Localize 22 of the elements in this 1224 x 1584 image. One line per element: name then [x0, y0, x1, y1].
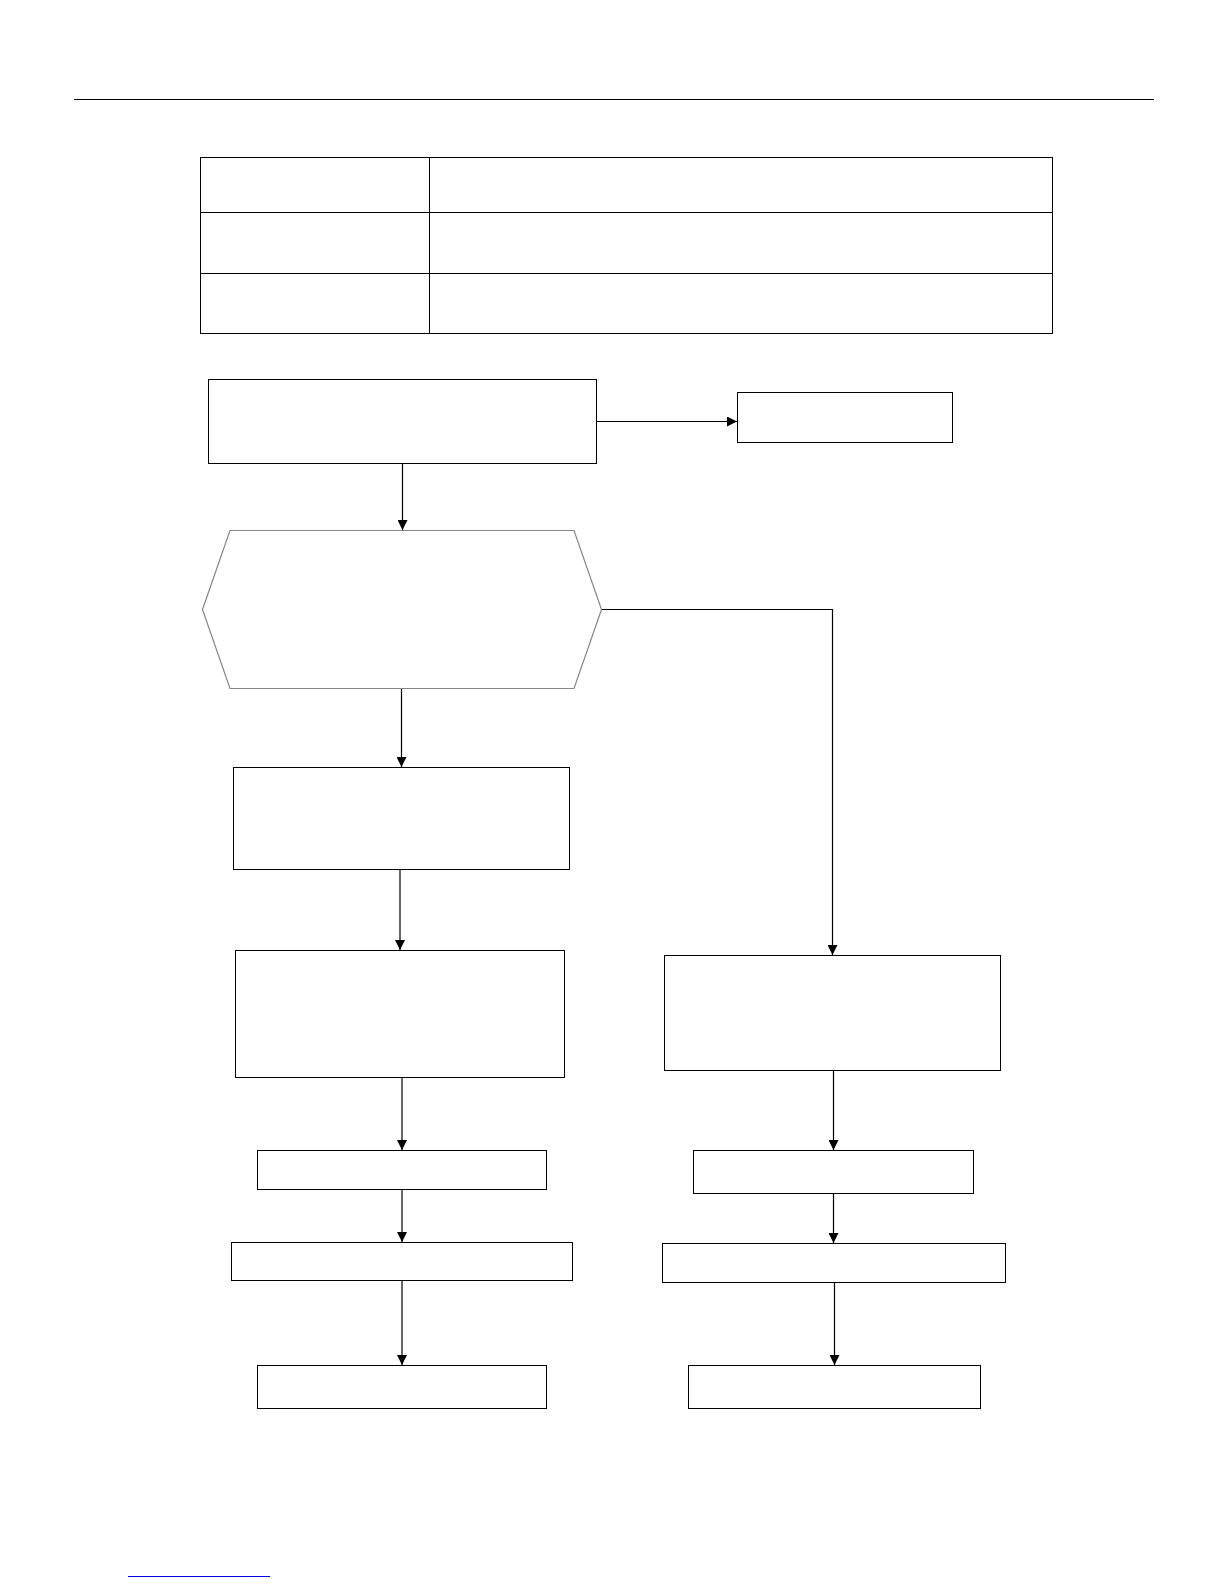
process-box — [688, 1365, 981, 1409]
process-box — [208, 379, 597, 464]
arrow — [829, 1282, 840, 1366]
process-box — [737, 392, 953, 443]
arrow — [828, 1193, 839, 1244]
arrow — [395, 869, 405, 951]
process-box — [231, 1242, 573, 1281]
arrow — [397, 463, 408, 531]
process-box — [233, 767, 570, 870]
arrow — [396, 688, 407, 768]
process-box — [664, 955, 1001, 1071]
process-box — [693, 1150, 974, 1194]
arrow — [397, 1189, 407, 1243]
arrow — [828, 1070, 839, 1151]
process-box — [235, 950, 565, 1078]
process-box — [257, 1150, 547, 1190]
arrow — [601, 608, 838, 956]
arrow — [596, 416, 738, 427]
arrow — [397, 1077, 407, 1151]
process-box — [257, 1365, 547, 1409]
arrow — [397, 1280, 407, 1366]
process-box — [662, 1243, 1006, 1283]
